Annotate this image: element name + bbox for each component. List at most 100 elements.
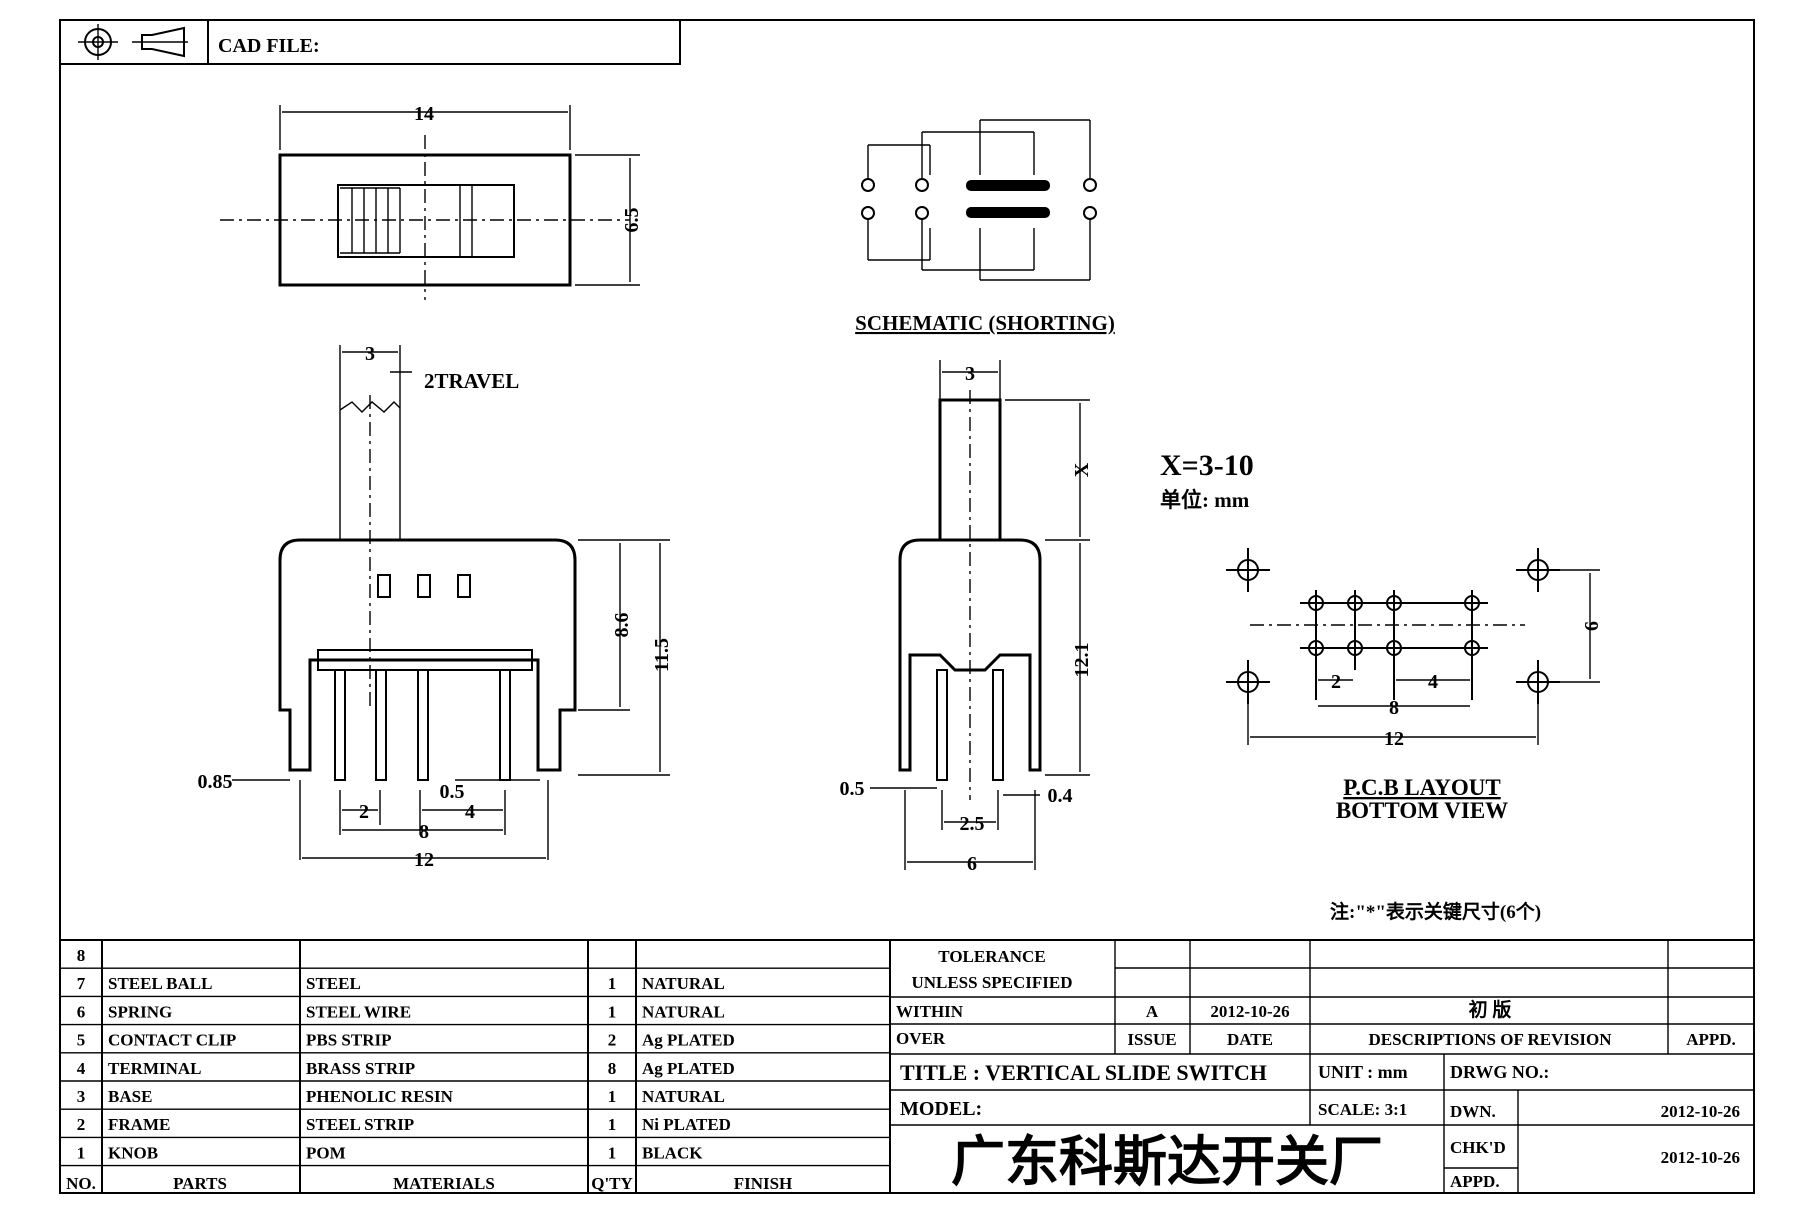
- date-header: DATE: [1227, 1030, 1273, 1049]
- bom-cell-no: 3: [77, 1087, 86, 1106]
- dwn-date: 2012-10-26: [1661, 1102, 1740, 1121]
- chkd-date: 2012-10-26: [1661, 1148, 1740, 1167]
- bom-cell-part: KNOB: [108, 1143, 158, 1162]
- chkd-label: CHK'D: [1450, 1138, 1506, 1157]
- bom-header-qty: Q'TY: [591, 1174, 633, 1193]
- dim-side-h: 12.1: [1071, 643, 1093, 678]
- schematic-label: SCHEMATIC (SHORTING): [855, 311, 1115, 335]
- bom-cell-material: POM: [306, 1143, 346, 1162]
- dim-side-pin: 0.5: [840, 778, 865, 800]
- scale-label: SCALE: 3:1: [1318, 1100, 1407, 1119]
- bom-header-no: NO.: [66, 1174, 96, 1193]
- dim-front-p2: 2: [359, 801, 369, 823]
- dim-front-travel: 2TRAVEL: [424, 369, 519, 393]
- bom-cell-material: STEEL: [306, 974, 361, 993]
- dim-pcb-p8: 8: [1389, 697, 1399, 719]
- dim-side-knob: 3: [965, 363, 975, 385]
- bom-header-parts: PARTS: [173, 1174, 227, 1193]
- rev-issue: A: [1146, 1002, 1159, 1021]
- tolerance-label: TOLERANCE: [938, 947, 1045, 966]
- bom-cell-material: STEEL STRIP: [306, 1115, 414, 1134]
- bom-cell-finish: Ag PLATED: [642, 1031, 735, 1050]
- dim-pcb-p12: 12: [1384, 728, 1404, 750]
- side-view: 3 X 12.1 0.5 0.4 2.5 6: [840, 360, 1093, 875]
- rev-desc: 初 版: [1469, 998, 1512, 1021]
- pcb-title-label: P.C.B LAYOUT: [1343, 775, 1500, 800]
- dwn-label: DWN.: [1450, 1102, 1496, 1121]
- pcb-sub-label: BOTTOM VIEW: [1336, 798, 1508, 823]
- bom-cell-part: STEEL BALL: [108, 974, 212, 993]
- bom-cell-material: PBS STRIP: [306, 1031, 392, 1050]
- bom-header-finish: FINISH: [734, 1174, 793, 1193]
- bom-cell-material: STEEL WIRE: [306, 1002, 411, 1021]
- bom-cell-finish: NATURAL: [642, 1087, 725, 1106]
- over-label: OVER: [896, 1029, 946, 1048]
- bom-cell-part: BASE: [108, 1087, 152, 1106]
- key-dimension-note: 注:"*"表示关键尺寸(6个): [1330, 900, 1541, 923]
- bom-cell-finish: BLACK: [642, 1143, 703, 1162]
- dim-front-knob: 3: [365, 343, 375, 365]
- bom-cell-finish: Ag PLATED: [642, 1059, 735, 1078]
- bom-cell-qty: 8: [608, 1059, 617, 1078]
- dim-side-p25: 2.5: [960, 813, 985, 835]
- bom-cell-qty: 1: [608, 1002, 617, 1021]
- bom-cell-material: BRASS STRIP: [306, 1059, 415, 1078]
- drwg-no-label: DRWG NO.:: [1450, 1062, 1549, 1082]
- pcb-layout: 6 2 4 8 12 P.C.B LAYOUT BOTTOM VIEW: [1226, 548, 1603, 823]
- drawing-title: TITLE : VERTICAL SLIDE SWITCH: [900, 1060, 1267, 1085]
- issue-header: ISSUE: [1127, 1030, 1176, 1049]
- within-label: WITHIN: [896, 1002, 964, 1021]
- bom-cell-part: FRAME: [108, 1115, 170, 1134]
- bom-cell-no: 8: [77, 946, 86, 965]
- bom-header-materials: MATERIALS: [393, 1174, 495, 1193]
- unit-note-label: 单位: mm: [1160, 488, 1250, 512]
- model-label: MODEL:: [900, 1098, 982, 1120]
- bom-cell-qty: 1: [608, 1087, 617, 1106]
- bom-cell-finish: Ni PLATED: [642, 1115, 731, 1134]
- rev-date: 2012-10-26: [1210, 1002, 1289, 1021]
- bom-cell-qty: 2: [608, 1031, 617, 1050]
- bom-cell-finish: NATURAL: [642, 1002, 725, 1021]
- bom-cell-material: PHENOLIC RESIN: [306, 1087, 454, 1106]
- dim-side-pin2: 0.4: [1048, 785, 1073, 807]
- schematic: SCHEMATIC (SHORTING): [855, 119, 1115, 335]
- x-range-label: X=3-10: [1160, 449, 1254, 482]
- bom-cell-qty: 1: [608, 1115, 617, 1134]
- unless-label: UNLESS SPECIFIED: [911, 973, 1072, 992]
- bom-cell-no: 7: [77, 974, 86, 993]
- company-name: 广东科斯达开关厂: [951, 1132, 1383, 1192]
- bom-cell-no: 1: [77, 1143, 86, 1162]
- bom-cell-no: 2: [77, 1115, 86, 1134]
- dim-side-x: X: [1071, 462, 1093, 477]
- projection-symbol-icon: [78, 24, 188, 60]
- dim-front-h1: 8.6: [611, 613, 633, 638]
- bom-cell-part: TERMINAL: [108, 1059, 202, 1078]
- bom-cell-qty: 1: [608, 974, 617, 993]
- bom-cell-no: 4: [77, 1059, 86, 1078]
- front-view: 3 2TRAVEL 8.6 11.5 0.85 0.5: [198, 343, 674, 871]
- bom-cell-finish: NATURAL: [642, 974, 725, 993]
- unit-label: UNIT : mm: [1318, 1062, 1408, 1082]
- desc-header: DESCRIPTIONS OF REVISION: [1368, 1030, 1612, 1049]
- bom-cell-no: 6: [77, 1002, 86, 1021]
- dim-front-pin-w2: 0.5: [440, 781, 465, 803]
- appd-header: APPD.: [1686, 1030, 1736, 1049]
- top-view: 14 6.5: [220, 103, 643, 300]
- dim-front-p4: 4: [465, 801, 475, 823]
- dim-front-p12: 12: [414, 849, 434, 871]
- dim-pcb-h: 6: [1581, 621, 1603, 631]
- header-box: CAD FILE:: [59, 19, 681, 65]
- dim-top-height: 6.5: [621, 208, 643, 233]
- dim-top-width: 14: [414, 103, 434, 125]
- bom-cell-part: SPRING: [108, 1002, 172, 1021]
- cad-file-label: CAD FILE:: [218, 35, 320, 57]
- bom-cell-part: CONTACT CLIP: [108, 1031, 236, 1050]
- appd-label: APPD.: [1450, 1172, 1500, 1191]
- bom-cell-no: 5: [77, 1031, 86, 1050]
- dim-pcb-p2: 2: [1331, 671, 1341, 693]
- dim-front-p8: 8: [419, 821, 429, 843]
- bom-cell-qty: 1: [608, 1143, 617, 1162]
- dim-side-p6: 6: [967, 853, 977, 875]
